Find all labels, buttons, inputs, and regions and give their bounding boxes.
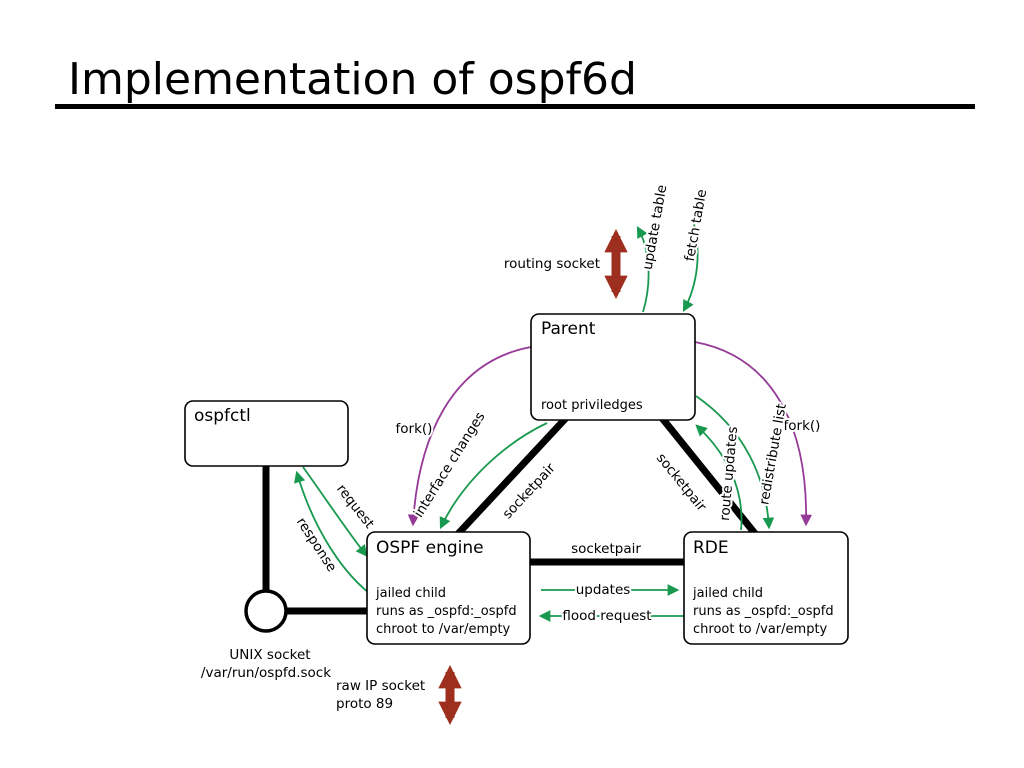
rde-line3: chroot to /var/empty	[693, 622, 828, 637]
ospfctl-title: ospfctl	[194, 406, 251, 426]
fetch-table-label: fetch table	[682, 188, 710, 263]
parent-title: Parent	[541, 319, 596, 339]
rde-box	[683, 531, 849, 645]
fetch-table-arrow	[682, 223, 699, 313]
ospf-engine-line2: runs as _ospfd:_ospfd	[376, 604, 517, 619]
updates-label: updates	[576, 582, 631, 598]
page-title: Implementation of ospf6d	[68, 54, 637, 105]
socketpair-left-label: socketpair	[499, 460, 559, 522]
rde-line1: jailed child	[692, 586, 763, 601]
routing-socket-label: routing socket	[504, 256, 600, 272]
fork-rde-arrow	[694, 341, 813, 527]
redistribute-list-label: redistribute list	[756, 403, 790, 507]
ospfctl-box	[184, 400, 349, 467]
unix-socket-path-label: /var/run/ospfd.sock	[201, 665, 331, 681]
raw-ip-socket-label: raw IP socket	[336, 678, 425, 694]
fork-left-label: fork()	[396, 421, 433, 437]
flood-request-label: flood request	[562, 608, 651, 624]
redistribute-list-arrow	[695, 395, 775, 530]
response-arrow	[294, 470, 370, 594]
ospf-engine-line3: chroot to /var/empty	[376, 622, 511, 637]
unix-socket-label: UNIX socket	[229, 647, 310, 663]
update-table-label: update table	[640, 184, 671, 272]
request-arrow	[302, 466, 368, 557]
raw-ip-proto-label: proto 89	[336, 696, 393, 712]
socketpair-right-label: socketpair	[653, 450, 710, 515]
title-underline	[55, 104, 975, 109]
rde-title: RDE	[693, 538, 729, 558]
interface-changes-arrow	[439, 422, 548, 530]
update-table-arrow	[636, 225, 650, 313]
fork-right-label: fork()	[784, 418, 821, 434]
ospf-engine-box	[366, 531, 531, 645]
ospf-engine-line1: jailed child	[375, 586, 446, 601]
unix-socket-node	[244, 589, 288, 633]
request-label: request	[333, 481, 377, 531]
fork-engine-arrow	[407, 346, 532, 527]
route-updates-arrow	[695, 424, 743, 531]
rde-line2: runs as _ospfd:_ospfd	[693, 604, 834, 619]
ospf-engine-title: OSPF engine	[376, 538, 484, 558]
socketpair-parent-engine-line	[453, 415, 569, 539]
socketpair-middle-label: socketpair	[571, 541, 641, 557]
parent-box	[530, 313, 696, 421]
parent-note: root priviledges	[541, 398, 643, 413]
